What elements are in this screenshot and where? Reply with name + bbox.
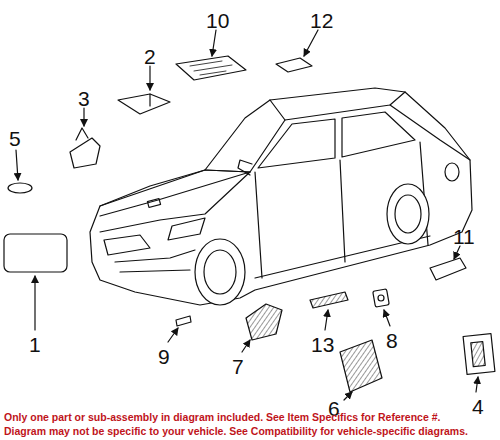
callout-number: 10 — [206, 10, 229, 31]
callout-number: 5 — [9, 128, 21, 149]
footer-note: Only one part or sub-assembly in diagram… — [4, 411, 440, 424]
callout-number: 3 — [78, 88, 90, 109]
callout-number: 11 — [453, 226, 475, 247]
footer-note: Diagram may not be specific to your vehi… — [4, 425, 468, 438]
callout-number: 2 — [144, 46, 156, 67]
callout-number: 4 — [472, 396, 484, 417]
callout-number: 9 — [158, 346, 170, 367]
callout-number: 1 — [29, 334, 41, 355]
callout-number: 12 — [310, 10, 333, 31]
callout-number: 13 — [311, 334, 334, 355]
callout-number: 7 — [232, 356, 244, 377]
callout-number: 8 — [386, 330, 398, 351]
